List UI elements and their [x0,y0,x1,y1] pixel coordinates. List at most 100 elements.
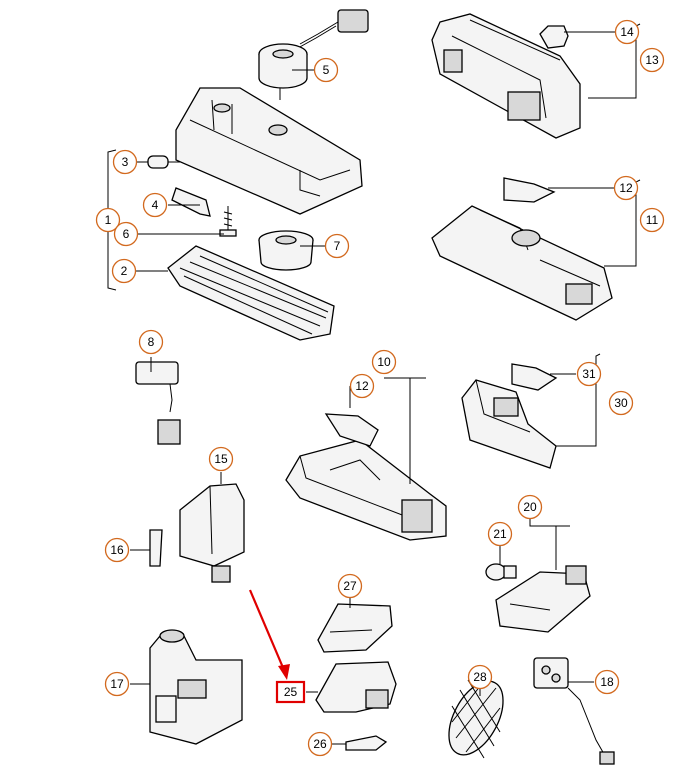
callout-label: 21 [493,527,507,541]
callout-5[interactable]: 5 [313,57,339,83]
callout-label: 15 [214,452,228,466]
callout-30[interactable]: 30 [608,390,634,416]
callout-1[interactable]: 1 [95,207,121,233]
sensor-part-8 [135,361,181,445]
bulb-part-3 [147,155,180,169]
leader-lines [107,23,641,745]
callout-21[interactable]: 21 [487,521,513,547]
festoon-part-16 [149,529,163,567]
callout-label: 14 [620,25,634,39]
round-module-part [258,43,308,100]
callout-15[interactable]: 15 [208,446,234,472]
callout-ring [307,731,333,757]
callout-ring [337,573,363,599]
callout-ring [608,390,634,416]
main-housing-part [175,87,363,215]
callout-label: 18 [600,675,614,689]
callout-label: 1 [105,213,112,227]
callout-label: 16 [110,543,124,557]
callout-12[interactable]: 12 [613,175,639,201]
bulb-part-12-top [503,177,556,203]
grille-part-28 [448,675,504,759]
callout-label: 30 [614,396,628,410]
callout-ring [104,537,130,563]
sensor-part-18 [533,657,615,765]
callout-label: 5 [323,63,330,77]
callout-label: 4 [152,198,159,212]
callout-10[interactable]: 10 [371,349,397,375]
callout-label: 7 [334,239,341,253]
holder-part-15 [179,483,245,583]
callout-31[interactable]: 31 [576,361,602,387]
callout-label: 6 [123,227,130,241]
callout-6[interactable]: 6 [113,221,139,247]
light-unit-part-11 [431,205,613,321]
callout-ring [487,521,513,547]
callout-label: 27 [343,579,357,593]
highlighted-callout-25[interactable]: 25 [275,680,306,704]
callout-ring [639,207,665,233]
callout-ring [142,192,168,218]
callout-ring [576,361,602,387]
callout-ring [639,47,665,73]
callout-ring [613,175,639,201]
callout-ring [112,149,138,175]
callout-ring [517,494,543,520]
clip-part-27 [317,603,393,653]
callout-13[interactable]: 13 [639,47,665,73]
callout-28[interactable]: 28 [467,664,493,690]
callout-3[interactable]: 3 [112,149,138,175]
callout-label: 2 [121,264,128,278]
callout-label: 12 [355,379,369,393]
callout-ring [467,664,493,690]
callout-2[interactable]: 2 [111,258,137,284]
callout-label: 20 [523,500,537,514]
callout-4[interactable]: 4 [142,192,168,218]
callout-label: 13 [645,53,659,67]
callout-8[interactable]: 8 [138,329,164,355]
callout-20[interactable]: 20 [517,494,543,520]
callout-16[interactable]: 16 [104,537,130,563]
callout-ring [614,19,640,45]
lamp-unit-part-30 [461,379,557,469]
housing-part-25 [315,661,397,713]
bulb-part-12-mid [324,413,379,447]
callout-label: 8 [148,335,155,349]
callout-ring [111,258,137,284]
lens-part-2 [167,245,335,341]
callout-ring [349,373,375,399]
screw-part-6 [219,206,237,237]
callout-ring [113,221,139,247]
callout-ring [324,233,350,259]
callout-11[interactable]: 11 [639,207,665,233]
highlight-arrow [248,589,290,680]
callout-14[interactable]: 14 [614,19,640,45]
highlighted-label: 25 [284,685,298,699]
callout-12[interactable]: 12 [349,373,375,399]
callout-ring [594,669,620,695]
callout-label: 26 [313,737,327,751]
bulb-part-26 [345,735,388,751]
callout-ring [104,671,130,697]
callout-label: 31 [582,367,596,381]
callout-26[interactable]: 26 [307,731,333,757]
callout-27[interactable]: 27 [337,573,363,599]
callout-label: 28 [473,670,487,684]
callout-label: 10 [377,355,391,369]
callout-ring [95,207,121,233]
bulb-part-21 [485,563,517,581]
bulb-part-31 [511,363,558,391]
callout-18[interactable]: 18 [594,669,620,695]
switch-part-20 [495,565,591,633]
callout-label: 3 [122,155,129,169]
harness-plug-part [297,9,369,49]
callout-label: 11 [646,213,659,227]
console-part-13 [431,13,581,139]
callout-7[interactable]: 7 [324,233,350,259]
cup-part-7 [258,230,314,271]
callout-17[interactable]: 17 [104,671,130,697]
housing-part-10 [285,439,447,541]
callout-ring [313,57,339,83]
